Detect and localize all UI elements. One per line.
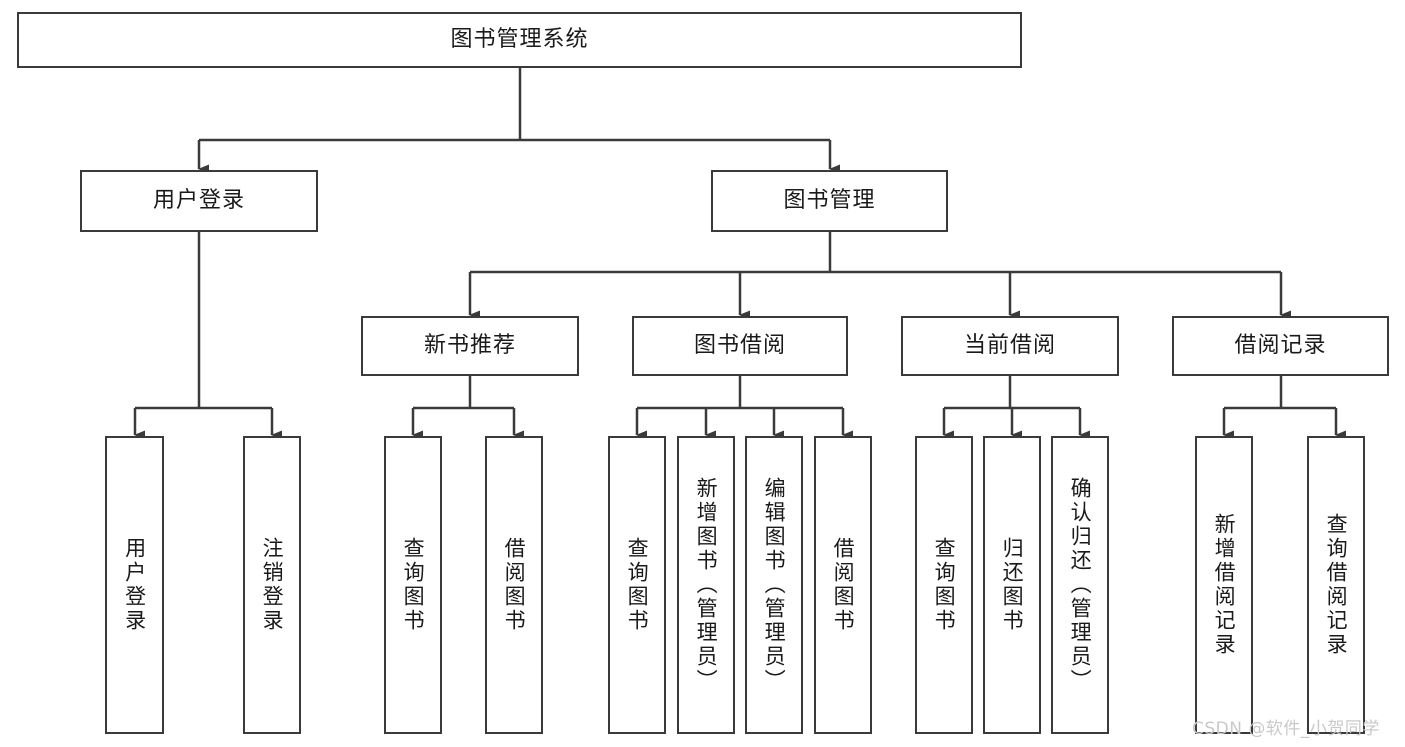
node-label: 查询图书 <box>625 537 650 633</box>
node-label: 图书管理系统 <box>450 26 589 52</box>
node-label: 注销登录 <box>260 537 285 633</box>
node-label: 新增借阅记录 <box>1212 513 1237 657</box>
node-l4-cur-confirm[interactable]: 确认归还（管理员） <box>1051 436 1109 734</box>
node-label: 借阅记录 <box>1234 332 1327 358</box>
node-l2-bookmgmt[interactable]: 图书管理 <box>711 170 948 232</box>
node-label: 查询图书 <box>401 537 426 633</box>
node-l4-logout[interactable]: 注销登录 <box>243 436 301 734</box>
node-label: 当前借阅 <box>963 332 1056 358</box>
node-l3-current[interactable]: 当前借阅 <box>901 316 1119 376</box>
node-label: 用户登录 <box>152 187 245 213</box>
node-l4-rec-query[interactable]: 查询借阅记录 <box>1307 436 1365 734</box>
node-l4-bl-query[interactable]: 查询图书 <box>608 436 666 734</box>
node-l3-newbook[interactable]: 新书推荐 <box>361 316 579 376</box>
node-label: 确认归还（管理员） <box>1068 477 1093 693</box>
node-l4-rec-add[interactable]: 新增借阅记录 <box>1195 436 1253 734</box>
node-label: 查询借阅记录 <box>1324 513 1349 657</box>
node-l3-records[interactable]: 借阅记录 <box>1172 316 1389 376</box>
node-l4-userlogin[interactable]: 用户登录 <box>105 436 164 734</box>
node-label: 用户登录 <box>122 537 147 633</box>
node-l4-cur-return[interactable]: 归还图书 <box>983 436 1041 734</box>
node-root[interactable]: 图书管理系统 <box>17 12 1022 68</box>
node-label: 新书推荐 <box>423 332 516 358</box>
node-label: 图书管理 <box>783 187 876 213</box>
node-l4-bl-add[interactable]: 新增图书（管理员） <box>677 436 735 734</box>
node-l4-bl-borrow[interactable]: 借阅图书 <box>814 436 872 734</box>
edge-layer <box>133 68 1346 440</box>
csdn-watermark: CSDN @软件_小贺同学 <box>1192 719 1380 739</box>
node-l4-bl-edit[interactable]: 编辑图书（管理员） <box>745 436 803 734</box>
node-label: 编辑图书（管理员） <box>762 477 787 693</box>
node-l4-nb-query[interactable]: 查询图书 <box>384 436 442 734</box>
node-label: 归还图书 <box>1000 537 1025 633</box>
node-label: 查询图书 <box>932 537 957 633</box>
node-l2-login[interactable]: 用户登录 <box>80 170 318 232</box>
node-label: 借阅图书 <box>502 537 527 633</box>
node-l4-nb-borrow[interactable]: 借阅图书 <box>485 436 543 734</box>
node-label: 图书借阅 <box>693 332 786 358</box>
node-label: 新增图书（管理员） <box>694 477 719 693</box>
node-label: 借阅图书 <box>831 537 856 633</box>
node-l3-borrow[interactable]: 图书借阅 <box>632 316 848 376</box>
node-l4-cur-query[interactable]: 查询图书 <box>915 436 973 734</box>
